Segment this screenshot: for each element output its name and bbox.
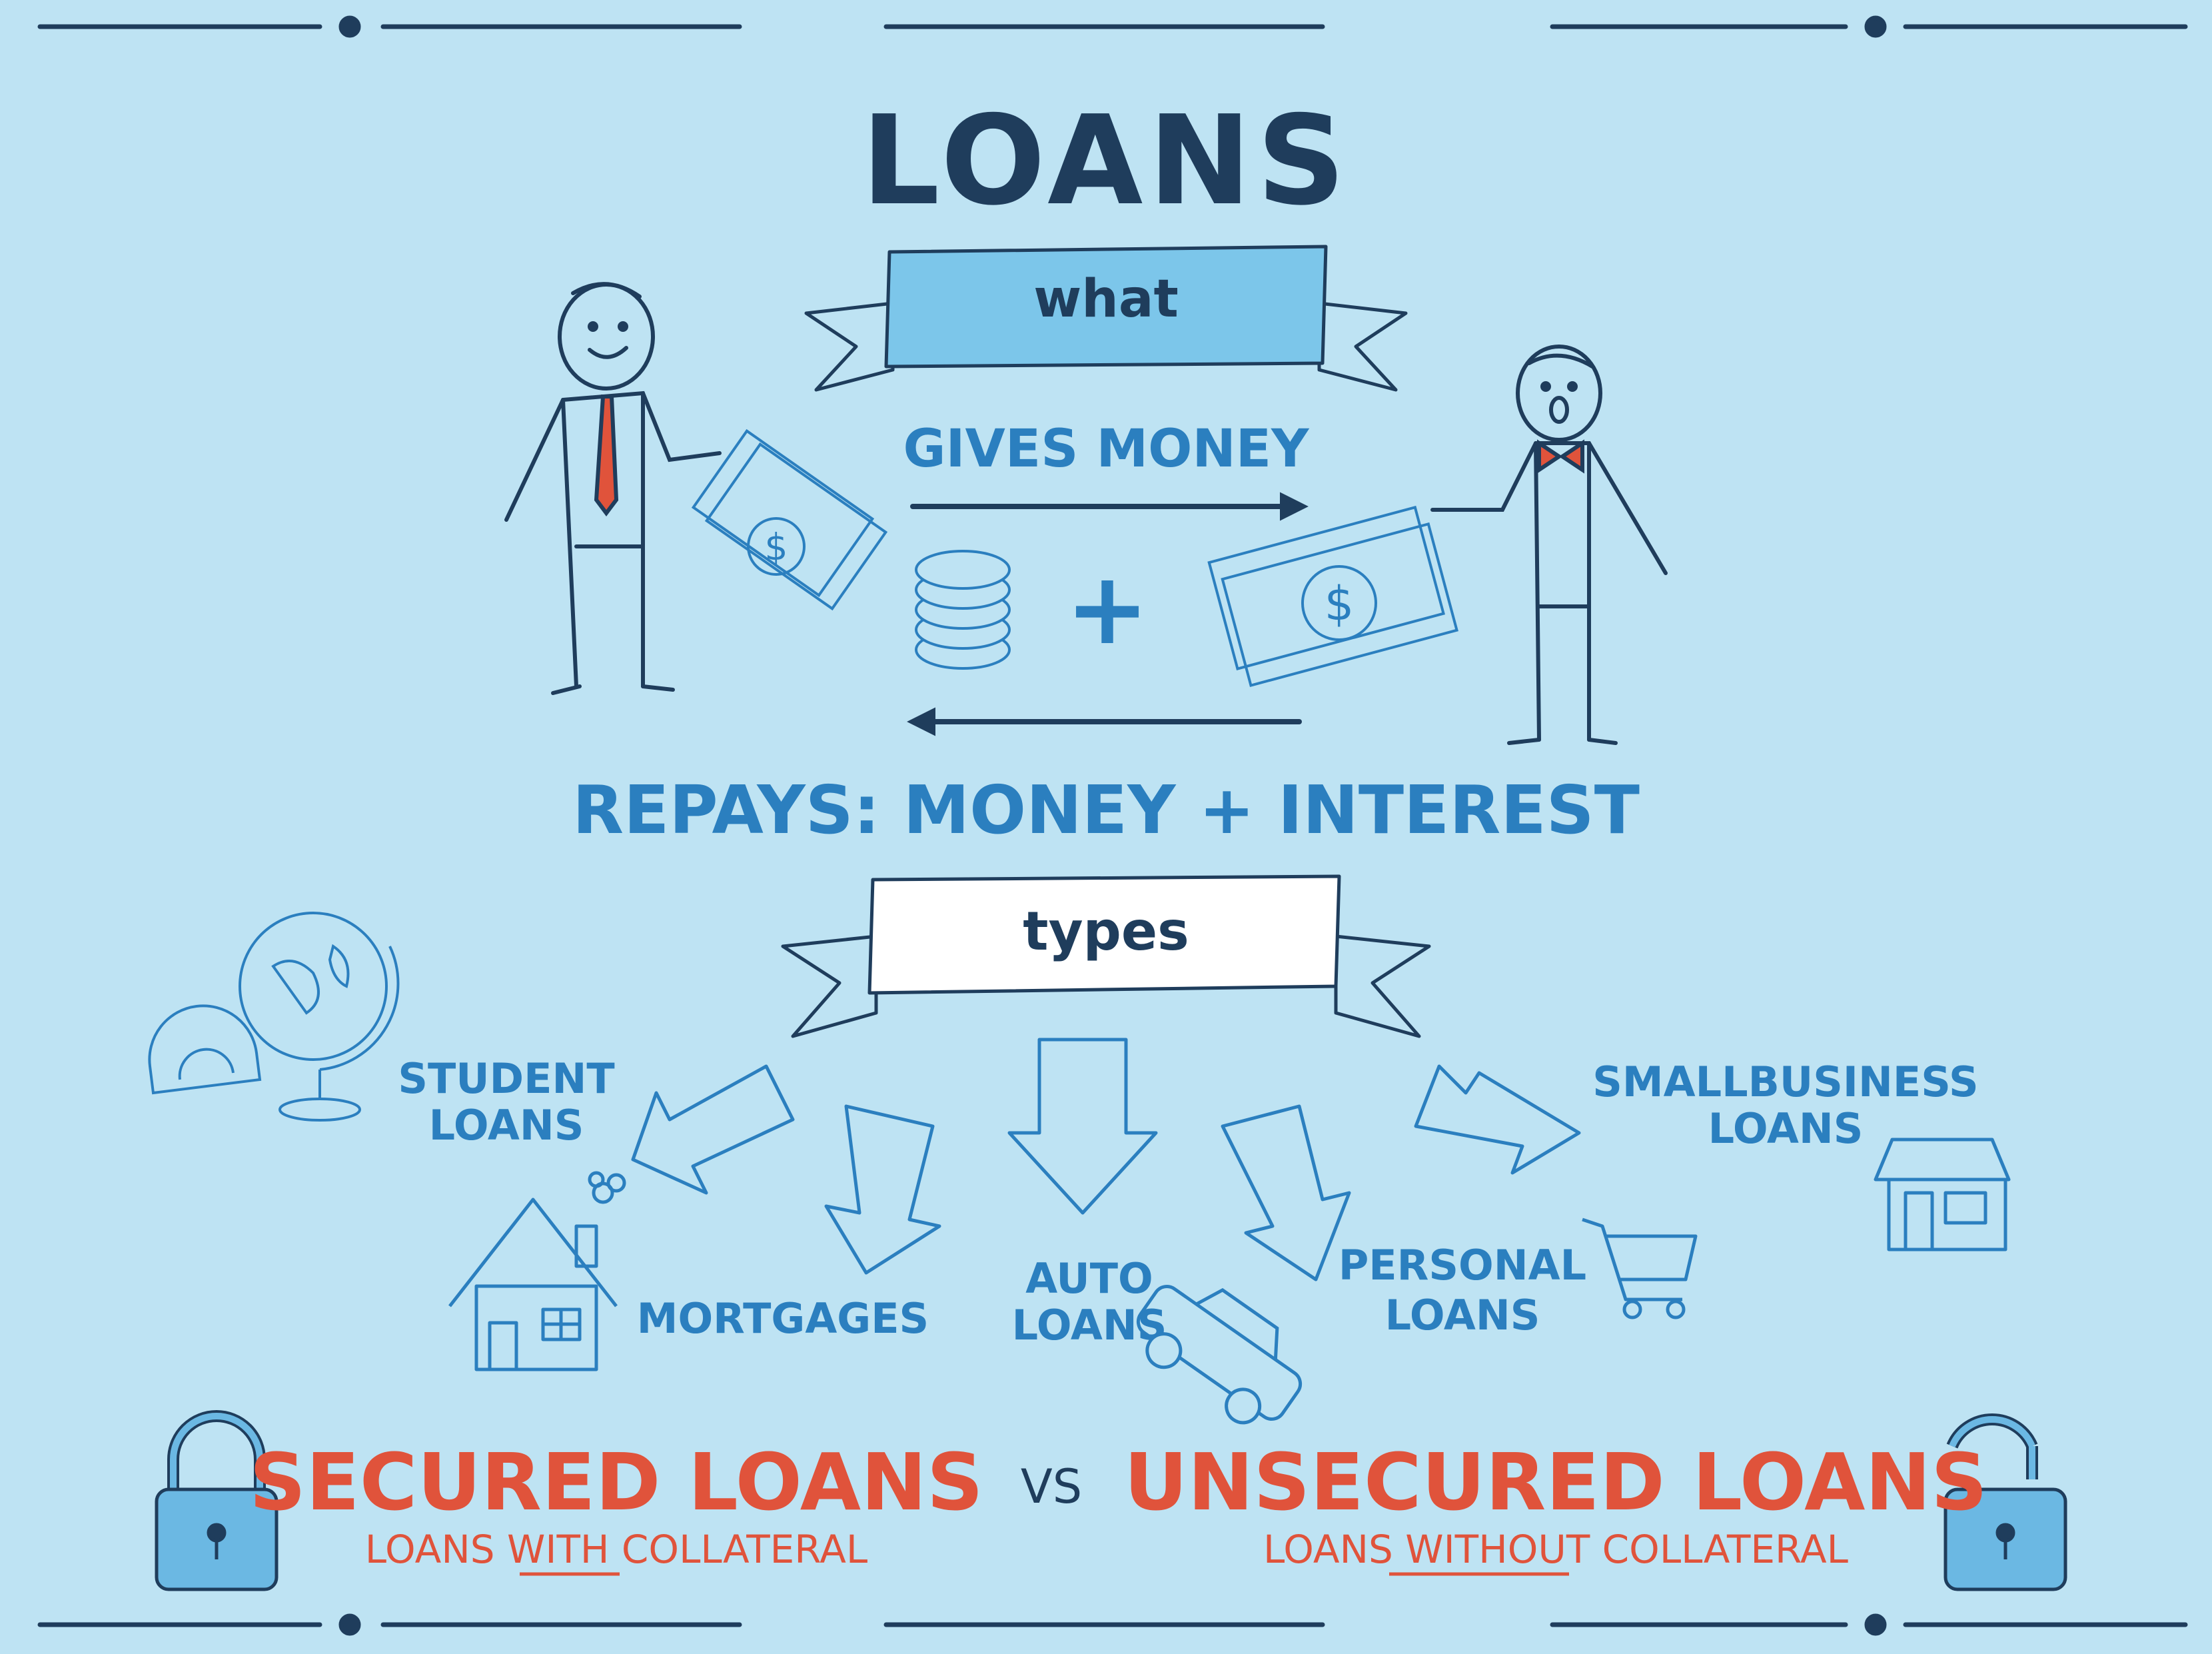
arrow-to-auto <box>1007 1038 1158 1215</box>
store-icon <box>1874 1138 2011 1251</box>
vs-label: VS <box>1021 1459 1082 1514</box>
what-banner-label: what <box>1033 269 1179 329</box>
shopping-cart-icon <box>1582 1218 1698 1319</box>
mortgages-label: MORTGAGES <box>637 1294 929 1343</box>
unsecured-sub-key: WITHOUT <box>1405 1527 1590 1572</box>
smallbusiness-loans-line1: SMALLBUSINESS <box>1592 1058 1978 1106</box>
unsecured-loans-title: UNSECURED LOANS <box>1124 1436 1987 1528</box>
personal-loans-line1: PERSONAL <box>1339 1241 1586 1289</box>
gives-arrow <box>910 492 1309 521</box>
gives-money-label: GIVES MONEY <box>903 419 1311 479</box>
personal-loans-line2: LOANS <box>1385 1291 1540 1339</box>
type-arrows <box>631 1038 1581 1281</box>
borrower-figure <box>1430 345 1668 745</box>
secured-sub-pre: LOANS <box>365 1527 507 1572</box>
arrow-to-smallbusiness <box>1414 1064 1581 1175</box>
types-banner <box>781 874 1431 1038</box>
secured-loans-subtitle: LOANS WITH COLLATERAL <box>365 1527 867 1572</box>
repays-arrow <box>907 707 1302 736</box>
smallbusiness-loans-line2: LOANS <box>1708 1104 1864 1153</box>
repays-label: REPAYS: MONEY + INTEREST <box>572 771 1640 849</box>
unsecured-sub-post: COLLATERAL <box>1590 1527 1848 1572</box>
types-banner-label: types <box>1023 900 1189 962</box>
auto-loans-line2: LOANS <box>1012 1301 1167 1349</box>
arrow-to-student <box>631 1064 795 1195</box>
protractor-icon <box>148 1004 262 1095</box>
secured-sub-post: COLLATERAL <box>609 1527 867 1572</box>
secured-sub-key: WITH <box>507 1527 610 1572</box>
auto-loans-line1: AUTO <box>1025 1254 1153 1303</box>
coins-icon <box>915 550 1011 670</box>
repaid-cash-icon: $ <box>1207 505 1458 687</box>
page-title: LOANS <box>861 89 1351 233</box>
arrow-to-mortgages <box>824 1104 941 1275</box>
unlocked-padlock-icon <box>1943 1413 2067 1591</box>
locked-padlock-icon <box>155 1410 278 1591</box>
secured-loans-title: SECURED LOANS <box>249 1436 983 1528</box>
unsecured-loans-subtitle: LOANS WITHOUT COLLATERAL <box>1263 1527 1848 1572</box>
unsecured-sub-pre: LOANS <box>1263 1527 1405 1572</box>
student-loans-line2: LOANS <box>429 1101 584 1150</box>
given-cash-icon: $ <box>691 428 888 611</box>
globe-icon <box>239 912 400 1122</box>
top-border <box>37 15 2188 38</box>
house-icon <box>448 1171 626 1371</box>
plus-sign: + <box>1065 551 1149 667</box>
arrow-to-personal <box>1221 1104 1351 1281</box>
svg-text:$: $ <box>1325 576 1355 631</box>
student-loans-line1: STUDENT <box>398 1054 614 1103</box>
lender-figure <box>504 282 722 695</box>
svg-text:$: $ <box>765 526 788 568</box>
what-banner <box>804 245 1408 392</box>
bottom-border <box>37 1613 2188 1636</box>
car-icon <box>1136 1285 1303 1425</box>
